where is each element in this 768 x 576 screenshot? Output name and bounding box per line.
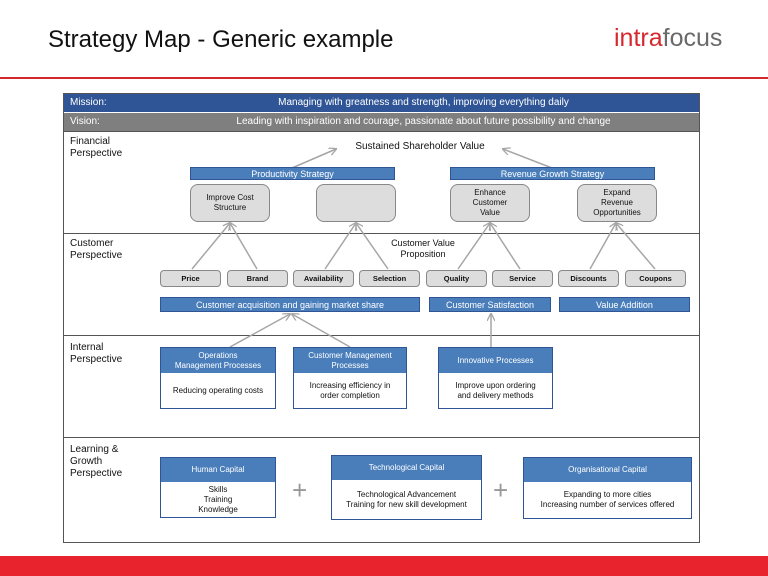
divider-customer-internal [64, 335, 699, 336]
value-item-price: Price [160, 270, 221, 287]
value-item-brand: Brand [227, 270, 288, 287]
mission-label: Mission: [70, 97, 107, 108]
arrow-discounts-to-expand [589, 223, 616, 270]
value-addition-bar: Value Addition [559, 297, 690, 312]
innovative-processes-title: Innovative Processes [439, 348, 552, 373]
revenue-growth-strategy-bar: Revenue Growth Strategy [450, 167, 655, 180]
arrow-productivity-to-value [291, 149, 336, 169]
value-item-availability: Availability [293, 270, 354, 287]
human-capital-body: Skills Training Knowledge [198, 484, 238, 514]
enhance-customer-value-box: Enhance Customer Value [450, 184, 530, 222]
strategy-map-frame [63, 93, 700, 543]
operations-management-body: Reducing operating costs [172, 385, 264, 395]
mission-text: Managing with greatness and strength, im… [278, 97, 569, 108]
human-capital-card: Human Capital Skills Training Knowledge [160, 457, 276, 518]
organisational-capital-title: Organisational Capital [524, 458, 691, 482]
innovative-processes-card: Innovative Processes Improve upon orderi… [438, 347, 553, 409]
technological-capital-card: Technological Capital Technological Adva… [331, 455, 482, 520]
blank-objective-box [316, 184, 396, 222]
customer-satisfaction-bar: Customer Satisfaction [429, 297, 551, 312]
value-item-quality: Quality [426, 270, 487, 287]
slide-title: Strategy Map - Generic example [48, 26, 394, 53]
intrafocus-logo: intrafocus [614, 24, 722, 53]
arrow-brand-to-cost [230, 223, 258, 270]
customer-perspective-label: Customer Perspective [70, 238, 123, 261]
organisational-capital-card: Organisational Capital Expanding to more… [523, 457, 692, 519]
mission-band: Mission: Managing with greatness and str… [64, 94, 699, 112]
value-item-service: Service [492, 270, 553, 287]
internal-perspective-label: Internal Perspective [70, 342, 123, 365]
value-item-selection: Selection [359, 270, 420, 287]
arrow-service-to-enhance [490, 223, 521, 270]
arrow-operations-to-acquisition [229, 314, 290, 348]
vision-label: Vision: [70, 116, 100, 127]
customer-value-proposition: Customer Value Proposition [391, 238, 455, 259]
financial-perspective-label: Financial Perspective [70, 136, 123, 159]
customer-management-body: Increasing efficiency in order completio… [309, 380, 391, 400]
logo-part-intra: intra [614, 24, 663, 52]
logo-part-focus: focus [662, 24, 723, 52]
divider-mission-financial [64, 131, 699, 132]
sustained-shareholder-value: Sustained Shareholder Value [355, 141, 485, 152]
operations-management-title: Operations Management Processes [161, 348, 275, 373]
value-item-coupons: Coupons [625, 270, 686, 287]
productivity-strategy-bar: Productivity Strategy [190, 167, 395, 180]
improve-cost-structure-box: Improve Cost Structure [190, 184, 270, 222]
value-item-discounts: Discounts [558, 270, 619, 287]
customer-management-card: Customer Management Processes Increasing… [293, 347, 407, 409]
technological-capital-body: Technological Advancement Training for n… [346, 489, 467, 509]
arrow-customer-mgmt-to-acquisition [292, 314, 351, 348]
operations-management-card: Operations Management Processes Reducing… [160, 347, 276, 409]
organisational-capital-body: Expanding to more cities Increasing numb… [540, 490, 675, 509]
arrow-selection-to-blank [356, 223, 389, 270]
learning-growth-perspective-label: Learning & Growth Perspective [70, 444, 123, 479]
plus-sign-2: + [493, 475, 509, 505]
customer-acquisition-bar: Customer acquisition and gaining market … [160, 297, 420, 312]
plus-sign-1: + [292, 475, 308, 505]
arrow-revenue-to-value [503, 149, 553, 169]
human-capital-title: Human Capital [161, 458, 275, 482]
divider-internal-learning [64, 437, 699, 438]
expand-revenue-opportunities-box: Expand Revenue Opportunities [577, 184, 657, 222]
innovative-processes-body: Improve upon ordering and delivery metho… [455, 380, 536, 400]
arrow-coupons-to-expand [616, 223, 656, 270]
arrow-price-to-cost [191, 223, 230, 270]
technological-capital-title: Technological Capital [332, 456, 481, 480]
divider-financial-customer [64, 233, 699, 234]
arrow-availability-to-blank [324, 223, 356, 270]
header-divider [0, 77, 768, 79]
customer-management-title: Customer Management Processes [294, 348, 406, 373]
footer-red-bar [0, 556, 768, 576]
arrow-quality-to-enhance [457, 223, 490, 270]
vision-band: Vision: Leading with inspiration and cou… [64, 113, 699, 131]
vision-text: Leading with inspiration and courage, pa… [236, 116, 611, 127]
